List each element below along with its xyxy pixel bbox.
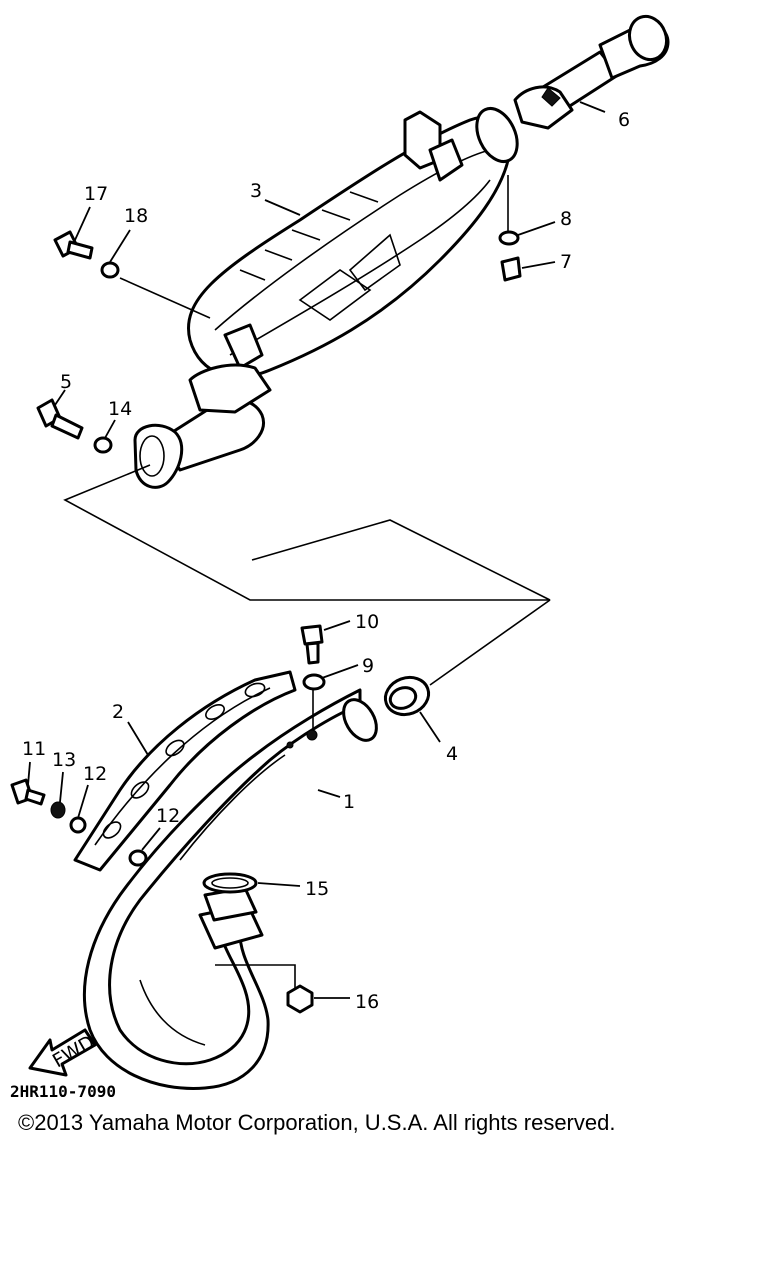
callout-11: 11 xyxy=(22,738,46,760)
callout-12b: 12 xyxy=(156,805,180,827)
callout-13: 13 xyxy=(52,749,76,771)
callout-10: 10 xyxy=(355,611,379,633)
callout-6: 6 xyxy=(618,109,630,131)
callout-7: 7 xyxy=(560,251,572,273)
callout-2: 2 xyxy=(112,701,124,723)
callout-12a: 12 xyxy=(83,763,107,785)
leader-lines xyxy=(27,101,606,999)
callout-9: 9 xyxy=(362,655,374,677)
callout-15: 15 xyxy=(305,878,329,900)
callout-5: 5 xyxy=(60,371,72,393)
callout-4: 4 xyxy=(446,743,458,765)
callout-17: 17 xyxy=(84,183,108,205)
drawing-code: 2HR110-7090 xyxy=(10,1082,116,1100)
callout-1: 1 xyxy=(343,791,355,813)
forward-arrow-icon: FWD xyxy=(28,1028,98,1077)
callout-8: 8 xyxy=(560,208,572,230)
exhaust-parts-diagram: FWD 1 2 3 4 5 6 7 8 9 10 11 12 12 xyxy=(10,14,670,1100)
callout-3: 3 xyxy=(250,180,262,202)
callout-numbers: 1 2 3 4 5 6 7 8 9 10 11 12 12 13 14 15 1… xyxy=(22,109,630,1013)
tail-pipe xyxy=(513,14,670,130)
callout-18: 18 xyxy=(124,205,148,227)
fasteners xyxy=(10,230,522,1014)
callout-16: 16 xyxy=(355,991,379,1013)
copyright-notice: ©2013 Yamaha Motor Corporation, U.S.A. A… xyxy=(18,1110,616,1135)
callout-14: 14 xyxy=(108,398,132,420)
exhaust-pipe xyxy=(82,688,378,1090)
assembly-guide-lines xyxy=(63,175,551,990)
heat-protector xyxy=(73,670,297,872)
silencer xyxy=(133,107,519,489)
